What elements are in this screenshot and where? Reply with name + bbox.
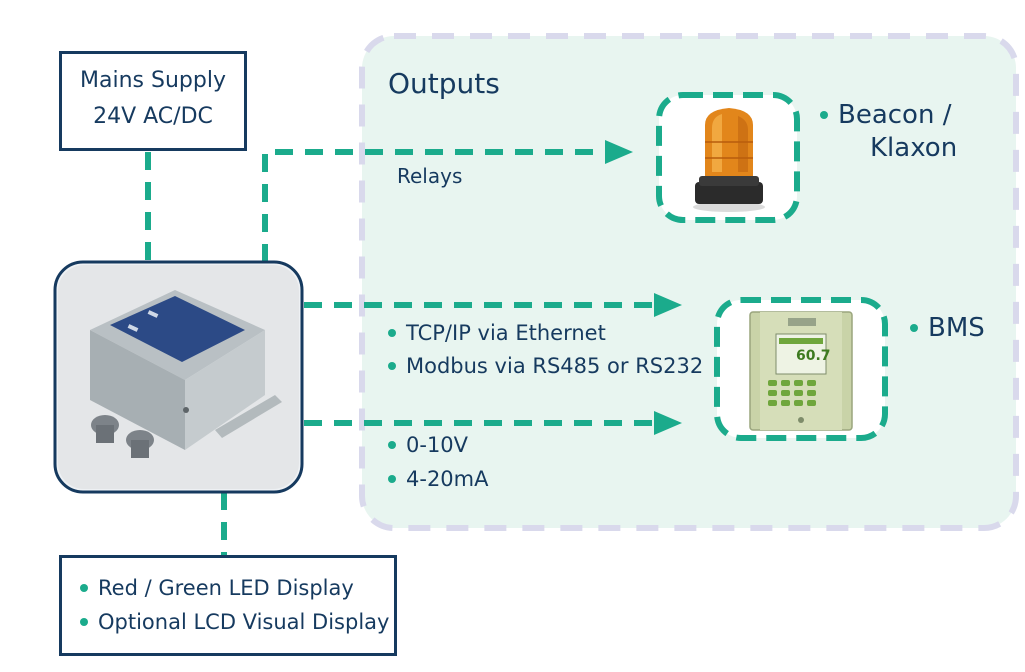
outputs-title: Outputs <box>388 67 500 100</box>
bullet-dot <box>388 441 396 449</box>
display-item-label: Red / Green LED Display <box>98 576 354 600</box>
beacon-label-row: Beacon / <box>820 100 951 130</box>
relays-arrowhead <box>605 140 633 164</box>
analog-item-label: 4-20mA <box>406 467 489 491</box>
digital-arrowhead <box>654 293 682 317</box>
bms-label-row: BMS <box>910 313 985 343</box>
analog-item-1: 4-20mA <box>388 467 488 491</box>
bms-screen-reading: 60.7 <box>796 348 831 364</box>
relays-label: Relays <box>397 164 463 188</box>
bms-label: BMS <box>928 313 985 343</box>
mains-supply-box: Mains Supply 24V AC/DC <box>59 51 247 151</box>
bullet-dot <box>388 475 396 483</box>
bms-controller-icon <box>749 311 853 431</box>
beacon-icon <box>693 108 765 212</box>
bullet-dot <box>910 324 918 332</box>
digital-item-0: TCP/IP via Ethernet <box>388 321 606 345</box>
analog-item-0: 0-10V <box>388 433 468 457</box>
bullet-dot <box>820 111 828 119</box>
mains-supply-label: Mains Supply <box>80 68 226 93</box>
bullet-dot <box>388 362 396 370</box>
display-item-0: Red / Green LED Display <box>80 576 354 600</box>
digital-item-label: Modbus via RS485 or RS232 <box>406 354 704 378</box>
display-options-box: Red / Green LED Display Optional LCD Vis… <box>59 555 397 656</box>
beacon-label: Beacon / <box>838 100 952 130</box>
digital-item-1: Modbus via RS485 or RS232 <box>388 354 703 378</box>
bullet-dot <box>80 584 88 592</box>
display-item-1: Optional LCD Visual Display <box>80 610 389 634</box>
display-item-label: Optional LCD Visual Display <box>98 610 390 634</box>
bullet-dot <box>388 329 396 337</box>
bullet-dot <box>80 618 88 626</box>
klaxon-label: Klaxon <box>870 133 958 163</box>
leak-detector-icon <box>58 265 299 489</box>
analog-item-label: 0-10V <box>406 433 469 457</box>
mains-voltage-label: 24V AC/DC <box>93 104 213 129</box>
relays-connector-line <box>262 149 608 262</box>
digital-item-label: TCP/IP via Ethernet <box>406 321 606 345</box>
analog-arrowhead <box>654 411 682 435</box>
